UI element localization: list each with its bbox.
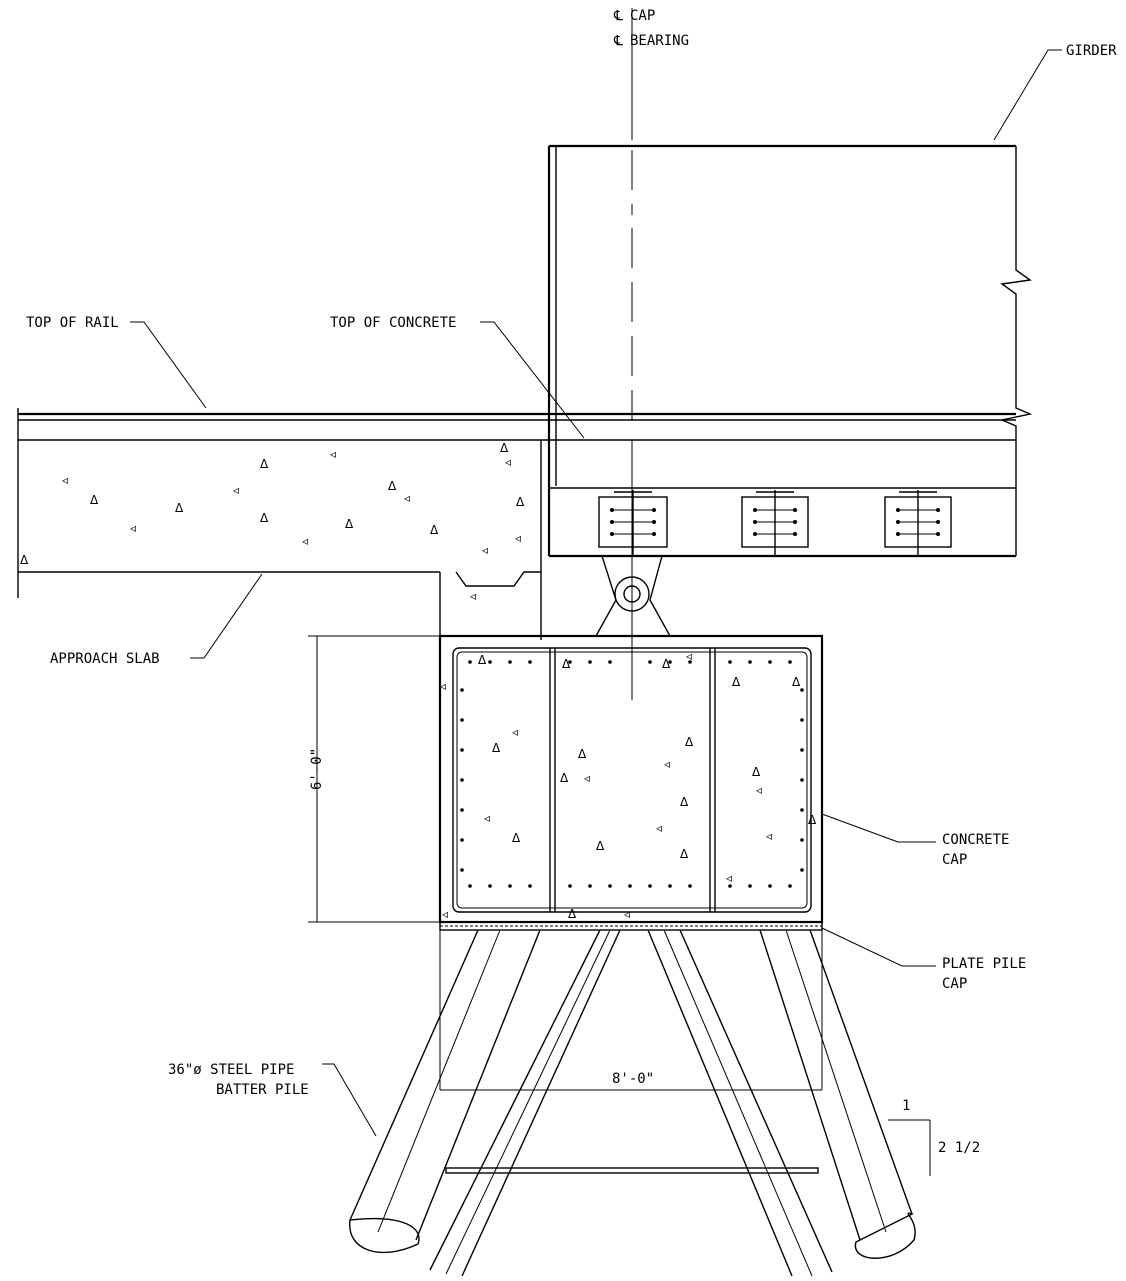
svg-text:Δ: Δ [175, 501, 184, 515]
pile-center-right [647, 929, 833, 1277]
callout-girder: GIRDER [993, 43, 1117, 141]
svg-text:◃: ◃ [62, 473, 68, 487]
approach-slab: Δ◃ ΔΔ ◃Δ Δ◃ Δ◃ Δ◃ ΔΔ ◃◃ Δ◃ ◃◃ [18, 440, 542, 640]
callout-top-of-concrete: TOP OF CONCRETE [330, 315, 585, 439]
dimension-cap-width: 8'-0" [440, 1071, 822, 1091]
svg-text:Δ: Δ [596, 839, 605, 853]
svg-text:◃: ◃ [482, 543, 488, 557]
plate-pile-cap [439, 921, 823, 931]
callout-approach-slab: APPROACH SLAB [50, 573, 263, 667]
svg-text:◃: ◃ [515, 531, 521, 545]
svg-text:◃: ◃ [726, 871, 732, 885]
svg-text:◃: ◃ [624, 907, 630, 921]
approach-slab-label: APPROACH SLAB [50, 651, 160, 667]
svg-text:◃: ◃ [656, 821, 662, 835]
svg-text:◃: ◃ [484, 811, 490, 825]
svg-text:Δ: Δ [492, 741, 501, 755]
top-of-rail-label: TOP OF RAIL [26, 315, 119, 331]
batter-run-label: 2 1/2 [938, 1140, 980, 1156]
svg-text:Δ: Δ [732, 675, 741, 689]
svg-text:Δ: Δ [388, 479, 397, 493]
callout-plate-pile-cap: PLATE PILE CAP [821, 927, 1026, 992]
batter-rise-label: 1 [902, 1098, 910, 1114]
svg-text:Δ: Δ [500, 441, 509, 455]
svg-text:Δ: Δ [578, 747, 587, 761]
svg-text:◃: ◃ [686, 649, 692, 663]
svg-text:Δ: Δ [260, 457, 269, 471]
concrete-cap-label-1: CONCRETE [942, 832, 1009, 848]
concrete-cap-label-2: CAP [942, 852, 967, 868]
svg-text:◃: ◃ [440, 679, 446, 693]
svg-text:◃: ◃ [233, 483, 239, 497]
cap-width-label: 8'-0" [612, 1071, 654, 1087]
svg-text:Δ: Δ [808, 813, 817, 827]
svg-text:Δ: Δ [752, 765, 761, 779]
svg-text:Δ: Δ [512, 831, 521, 845]
svg-text:Δ: Δ [430, 523, 439, 537]
svg-text:Δ: Δ [478, 653, 487, 667]
svg-text:Δ: Δ [560, 771, 569, 785]
batter-piles [349, 929, 916, 1277]
centerline: ℄ ℄ CAP BEARING [613, 8, 689, 700]
plate-pile-cap-label-1: PLATE PILE [942, 956, 1026, 972]
cl-cap-label: CAP [630, 8, 655, 24]
svg-text:◃: ◃ [766, 829, 772, 843]
svg-text:Δ: Δ [680, 847, 689, 861]
svg-text:◃: ◃ [404, 491, 410, 505]
girder-stiffener-3 [884, 490, 952, 556]
top-of-concrete-label: TOP OF CONCRETE [330, 315, 456, 331]
svg-text:Δ: Δ [90, 493, 99, 507]
svg-text:Δ: Δ [662, 657, 671, 671]
svg-text:◃: ◃ [130, 521, 136, 535]
girder-stiffener-1 [598, 490, 668, 556]
girder-stiffener-2 [741, 490, 809, 556]
pile-label-1: 36"ø STEEL PIPE [168, 1062, 294, 1078]
callout-concrete-cap: CONCRETE CAP [821, 813, 1009, 868]
svg-text:◃: ◃ [442, 907, 448, 921]
svg-text:Δ: Δ [680, 795, 689, 809]
svg-text:Δ: Δ [562, 657, 571, 671]
svg-text:◃: ◃ [330, 447, 336, 461]
svg-text:◃: ◃ [470, 589, 476, 603]
batter-slope-indicator: 1 2 1/2 [888, 1098, 980, 1176]
pile-label-2: BATTER PILE [216, 1082, 309, 1098]
dimension-cap-height: 6'-0" [308, 635, 440, 923]
rail-and-deck [17, 408, 1016, 598]
svg-text:Δ: Δ [792, 675, 801, 689]
svg-text:◃: ◃ [505, 455, 511, 469]
svg-text:Δ: Δ [260, 511, 269, 525]
svg-text:◃: ◃ [756, 783, 762, 797]
cap-height-label: 6'-0" [309, 748, 325, 790]
plate-pile-cap-label-2: CAP [942, 976, 967, 992]
svg-text:Δ: Δ [20, 553, 29, 567]
callout-top-of-rail: TOP OF RAIL [26, 315, 207, 409]
girder-label: GIRDER [1066, 43, 1117, 59]
svg-text:Δ: Δ [516, 495, 525, 509]
cl-bearing-label: BEARING [630, 33, 689, 49]
svg-text:◃: ◃ [584, 771, 590, 785]
callout-pile: 36"ø STEEL PIPE BATTER PILE [168, 1062, 377, 1137]
svg-text:◃: ◃ [512, 725, 518, 739]
pile-right [759, 929, 916, 1259]
cl-symbol: ℄ [613, 8, 623, 24]
svg-text:Δ: Δ [685, 735, 694, 749]
svg-text:◃: ◃ [302, 534, 308, 548]
approach-slab-aggregate: Δ◃ ΔΔ ◃Δ Δ◃ Δ◃ Δ◃ ΔΔ ◃◃ Δ◃ ◃◃ [20, 441, 525, 603]
cap-rebar-dots [460, 660, 804, 888]
girder [547, 144, 1033, 558]
svg-text:Δ: Δ [345, 517, 354, 531]
svg-text:Δ: Δ [568, 907, 577, 921]
svg-text:◃: ◃ [664, 757, 670, 771]
bearing [594, 555, 672, 637]
cl-symbol-2: ℄ [613, 33, 623, 49]
pile-left [349, 929, 541, 1254]
pile-center-left [429, 929, 621, 1277]
